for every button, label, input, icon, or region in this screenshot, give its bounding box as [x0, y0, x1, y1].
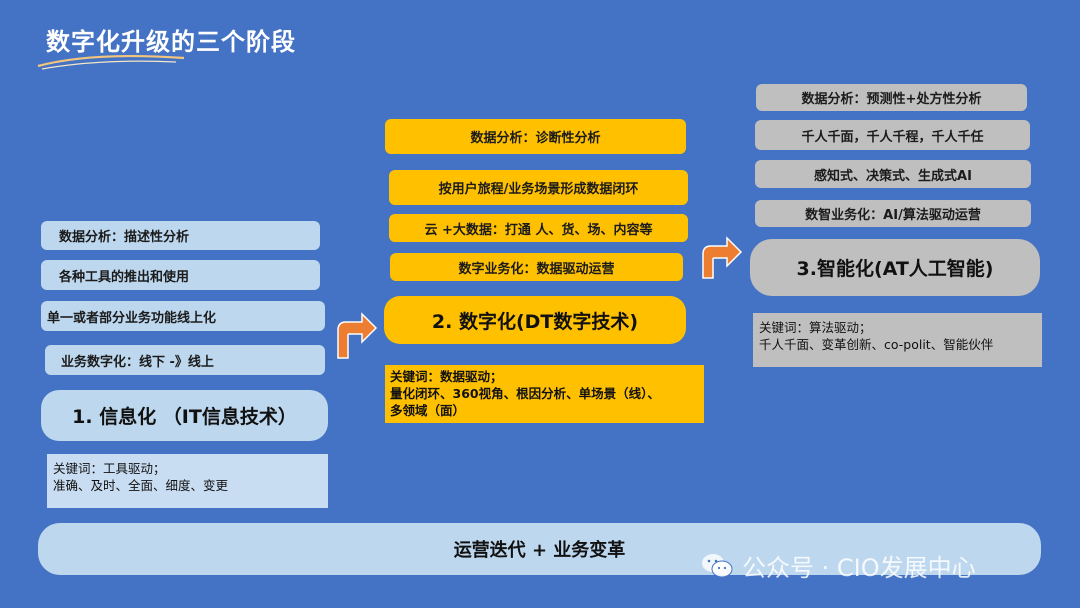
stage1-item-tools: 各种工具的推出和使用	[41, 260, 320, 290]
stage1-item-online: 单一或者部分业务功能线上化	[41, 301, 325, 331]
wechat-icon	[702, 553, 733, 577]
stage3-item-ai-operations: 数智业务化：AI/算法驱动运营	[755, 200, 1031, 227]
watermark: 公众号 · CIO发展中心	[700, 548, 976, 583]
stage2-to-stage3-arrow-icon	[702, 236, 743, 279]
slide-title: 数字化升级的三个阶段	[46, 28, 296, 56]
stage3-item-personalization: 千人千面，千人千程，千人千任	[755, 120, 1030, 150]
stage2-item-digital-business: 数字业务化：数据驱动运营	[390, 253, 683, 281]
stage1-keywords-line1: 关键词：工具驱动；	[53, 461, 166, 476]
stage3-keywords: 关键词：算法驱动； 千人千面、变革创新、co-polit、智能伙伴	[753, 313, 1042, 367]
stage1-to-stage2-arrow-icon	[337, 312, 378, 359]
stage3-item-ai-types: 感知式、决策式、生成式AI	[755, 160, 1031, 188]
stage3-label: 3.智能化(AT人工智能)	[750, 239, 1040, 296]
stage1-item-business-digitalization: 业务数字化：线下 -》线上	[45, 345, 325, 375]
title-underline-swoosh	[37, 54, 185, 70]
stage1-item-descriptive-analysis: 数据分析：描述性分析	[41, 221, 320, 250]
stage2-keywords-line2: 量化闭环、360视角、根因分析、单场景（线）、	[390, 386, 660, 401]
stage2-keywords-line3: 多领域（面）	[390, 403, 466, 418]
stage2-item-data-loop: 按用户旅程/业务场景形成数据闭环	[389, 170, 688, 205]
stage1-keywords-line2: 准确、及时、全面、细度、变更	[53, 478, 229, 493]
stage2-item-cloud-bigdata: 云 +大数据：打通 人、货、场、内容等	[389, 214, 688, 242]
operations-iteration-bar: 运营迭代 + 业务变革	[38, 523, 1041, 575]
stage2-label: 2. 数字化(DT数字技术)	[384, 296, 686, 344]
stage2-keywords: 关键词：数据驱动； 量化闭环、360视角、根因分析、单场景（线）、 多领域（面）	[385, 365, 704, 423]
stage1-keywords: 关键词：工具驱动； 准确、及时、全面、细度、变更	[47, 454, 328, 508]
watermark-text: 公众号 · CIO发展中心	[742, 554, 976, 582]
stage3-keywords-line1: 关键词：算法驱动；	[759, 320, 872, 335]
stage2-keywords-line1: 关键词：数据驱动；	[390, 369, 503, 384]
stage3-item-predictive-analysis: 数据分析：预测性+处方性分析	[756, 84, 1027, 111]
stage2-item-diagnostic-analysis: 数据分析：诊断性分析	[385, 119, 686, 154]
stage3-keywords-line2: 千人千面、变革创新、co-polit、智能伙伴	[759, 337, 994, 352]
stage1-label: 1. 信息化 （IT信息技术）	[41, 390, 328, 441]
